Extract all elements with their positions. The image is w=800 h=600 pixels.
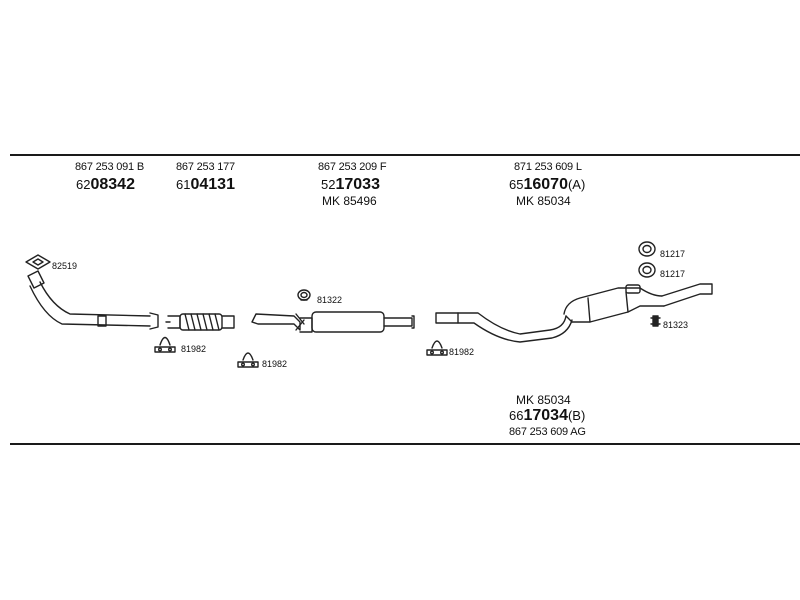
part-number-prefix: 66 xyxy=(509,408,524,423)
oe-number-1: 867 253 091 B xyxy=(75,161,144,173)
part-label-ring-3: 81217 xyxy=(660,269,685,279)
part-label-ring-2: 81217 xyxy=(660,249,685,259)
part-number-2: 6104131 xyxy=(176,176,235,194)
part-number-main: 17033 xyxy=(335,176,380,193)
rear-silencer-part xyxy=(435,283,713,343)
ring-icon xyxy=(638,241,656,257)
kit-number-4: MK 85034 xyxy=(516,194,571,208)
part-number-suffix: (A) xyxy=(567,177,586,192)
part-number-prefix: 52 xyxy=(321,177,336,192)
clamp-icon xyxy=(426,340,448,356)
kit-number-bottom: MK 85034 xyxy=(516,393,571,407)
bottom-divider-line xyxy=(10,443,800,445)
gasket-icon xyxy=(25,254,51,270)
part-number-prefix: 61 xyxy=(176,177,191,192)
part-number-3: 5217033 xyxy=(321,176,380,194)
part-number-1: 6208342 xyxy=(76,176,135,194)
part-number-main: 17034 xyxy=(523,407,568,424)
part-number-prefix: 62 xyxy=(76,177,91,192)
part-label-gasket: 82519 xyxy=(52,261,77,271)
oe-number-2: 867 253 177 xyxy=(176,161,235,173)
part-number-main: 08342 xyxy=(90,176,135,193)
ring-icon xyxy=(638,262,656,278)
front-pipe-part xyxy=(27,270,159,330)
part-number-4: 6516070(A) xyxy=(509,176,585,194)
part-number-prefix: 65 xyxy=(509,177,524,192)
part-number-suffix: (B) xyxy=(567,408,586,423)
ring-icon xyxy=(297,289,311,301)
part-number-main: 16070 xyxy=(523,176,568,193)
part-number-bottom: 6617034(B) xyxy=(509,407,585,425)
clamp-icon xyxy=(237,352,259,368)
top-divider-line xyxy=(10,154,800,156)
clamp-icon xyxy=(154,336,176,353)
flex-pipe-part xyxy=(165,313,235,331)
part-label-clamp-3: 81982 xyxy=(449,347,474,357)
oe-number-bottom: 867 253 609 AG xyxy=(509,426,586,438)
kit-number-3: MK 85496 xyxy=(322,194,377,208)
part-label-clamp-2: 81982 xyxy=(262,359,287,369)
part-label-ring-1: 81322 xyxy=(317,295,342,305)
oe-number-3: 867 253 209 F xyxy=(318,161,387,173)
oe-number-4: 871 253 609 L xyxy=(514,161,582,173)
part-label-hanger: 81323 xyxy=(663,320,688,330)
hanger-icon xyxy=(650,315,661,327)
part-label-clamp-1: 81982 xyxy=(181,344,206,354)
part-number-main: 04131 xyxy=(190,176,235,193)
middle-silencer-part xyxy=(251,311,415,333)
